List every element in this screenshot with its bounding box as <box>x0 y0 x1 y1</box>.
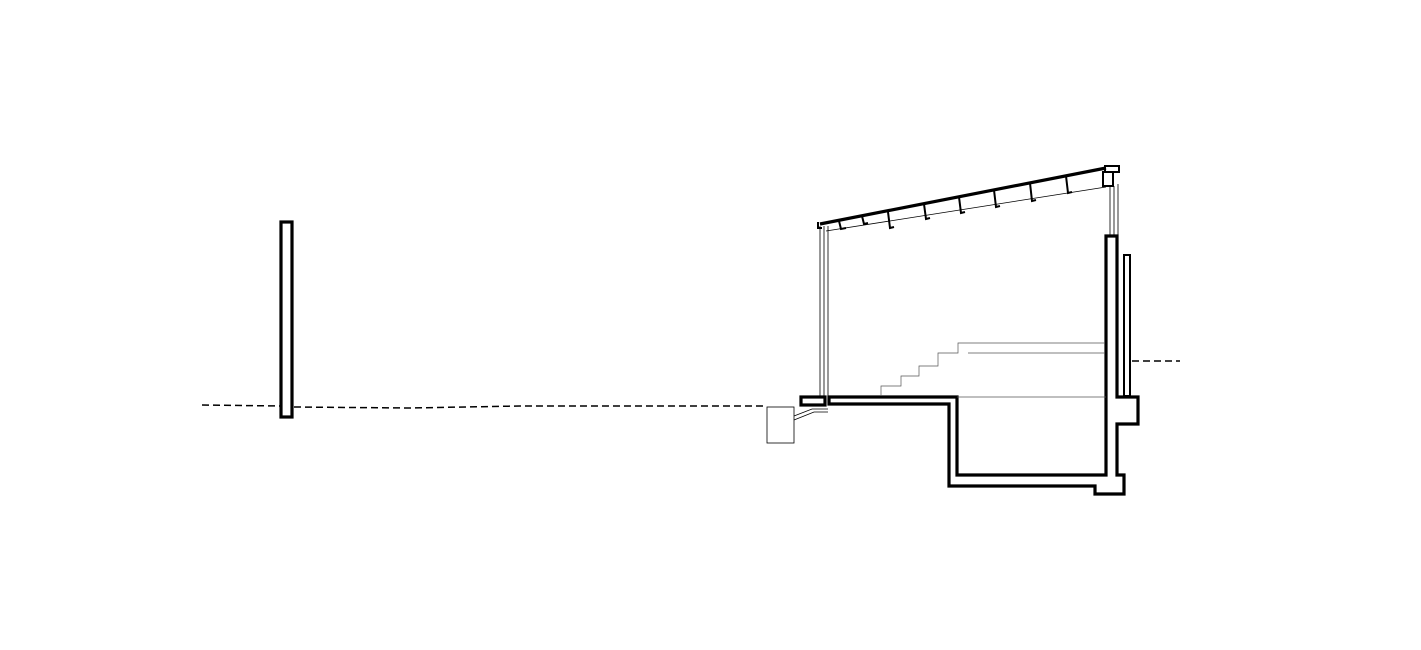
front-glazing <box>819 226 829 398</box>
rafter <box>887 211 895 230</box>
roof-deck <box>819 166 1107 226</box>
floor-slab-and-basement <box>827 234 1140 496</box>
roof-ceiling-line <box>825 186 1107 232</box>
rafter <box>923 203 931 221</box>
rafter <box>838 220 847 231</box>
rafter <box>1029 182 1037 203</box>
roof-gutter-right <box>1102 171 1114 187</box>
drain-pipe <box>793 408 828 421</box>
right-cladding <box>1123 254 1131 397</box>
rear-glazing <box>1109 184 1119 236</box>
threshold-slab <box>799 395 827 407</box>
staircase <box>880 342 1105 396</box>
roof-rafters <box>838 175 1073 231</box>
freestanding-wall <box>279 220 294 419</box>
rafter <box>1065 175 1073 195</box>
rafter <box>861 215 869 226</box>
ground-line <box>201 404 766 409</box>
rafter <box>993 189 1001 209</box>
rafter <box>958 196 966 215</box>
roof-fascia-left <box>817 222 822 229</box>
foundation-block <box>766 406 795 444</box>
